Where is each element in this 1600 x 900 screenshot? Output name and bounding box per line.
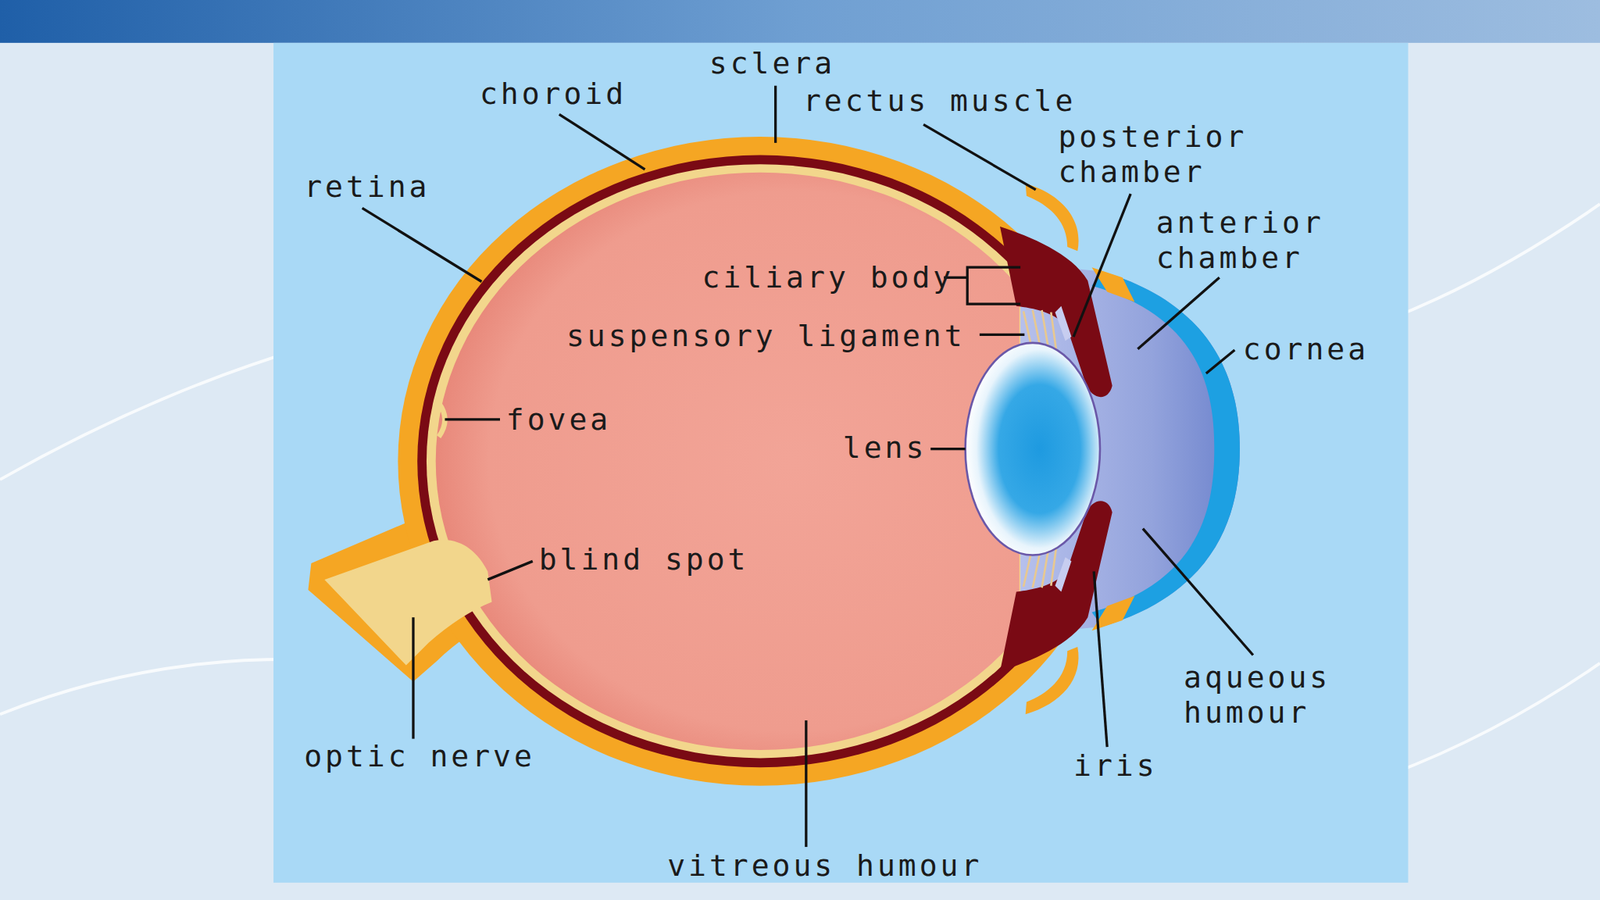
part-label: cornea xyxy=(1242,332,1369,368)
part-label: posterior chamber xyxy=(1057,119,1262,190)
part-label: choroid xyxy=(479,76,627,112)
leader-lines xyxy=(362,85,1254,847)
part-label: anterior chamber xyxy=(1156,205,1361,276)
part-label: ciliary body xyxy=(702,260,955,296)
posterior-chamber-space xyxy=(1055,306,1072,341)
header-band xyxy=(0,0,1600,43)
vitreous-body xyxy=(435,172,1024,750)
optic-nerve-core xyxy=(324,539,492,666)
rectus-muscle-shape xyxy=(1025,183,1079,251)
cornea-layer xyxy=(1092,271,1240,627)
choroid-layer xyxy=(417,155,1024,768)
part-label: iris xyxy=(1073,748,1158,784)
part-label: vitreous humour xyxy=(667,848,983,884)
rectus-muscle-shape xyxy=(1025,646,1079,715)
fovea-pit xyxy=(439,403,446,437)
diagram-panel xyxy=(273,42,1408,883)
sclera-layer xyxy=(397,136,1122,786)
part-label: rectus muscle xyxy=(803,83,1076,119)
part-label: lens xyxy=(842,430,928,466)
lens-shape xyxy=(965,342,1100,556)
part-label: suspensory ligament xyxy=(566,318,966,354)
part-label: blind spot xyxy=(539,542,750,578)
retina-layer xyxy=(426,164,1024,758)
part-label: sclera xyxy=(709,46,836,82)
part-label: aqueous humour xyxy=(1183,660,1388,731)
part-label: fovea xyxy=(506,402,611,438)
posterior-chamber-space xyxy=(1055,557,1072,592)
part-label: retina xyxy=(303,169,430,205)
part-label: optic nerve xyxy=(303,739,536,775)
